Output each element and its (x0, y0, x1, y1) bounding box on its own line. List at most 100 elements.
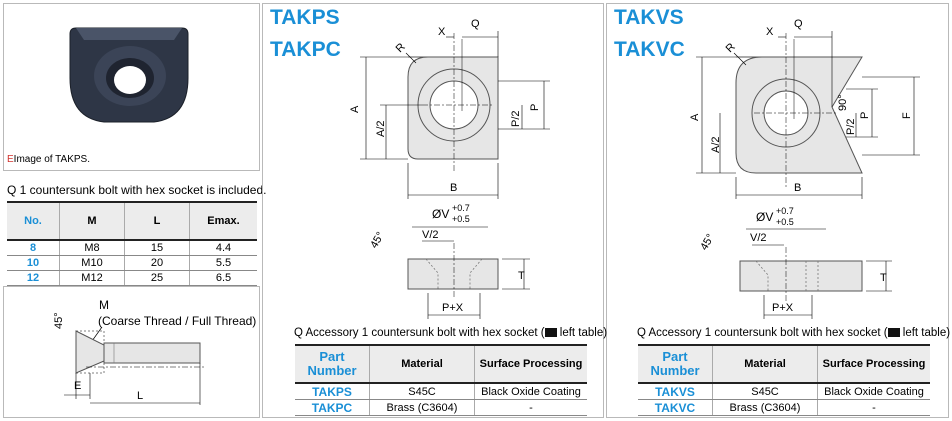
right-header-part: Part Number (638, 344, 713, 384)
r-dim-v: ØV (756, 210, 773, 224)
r-dim-angle45: 45° (698, 232, 717, 252)
dim-b: B (450, 182, 457, 194)
spec-cell: 4.4 (189, 240, 257, 256)
dim-v: ØV (432, 207, 449, 221)
r-dim-t: T (880, 272, 887, 284)
r-dim-x: X (766, 26, 774, 38)
table-cell: S45C (369, 383, 475, 400)
dim-a2: A/2 (375, 120, 387, 137)
spec-header-m: M (59, 201, 125, 241)
r-dim-p2: P/2 (845, 118, 857, 135)
table-row: TAKPC Brass (C3604) - (295, 399, 587, 416)
spec-cell: 8 (7, 240, 60, 256)
left-header-surface: Surface Processing (474, 344, 587, 384)
dim-q: Q (471, 18, 480, 30)
r-dim-a: A (689, 113, 701, 121)
spec-table: No. M L Emax. 8 M8 15 4.4 10 M10 20 5.5 … (7, 201, 257, 286)
right-title-1: TAKVS (614, 6, 684, 29)
dim-a: A (349, 105, 361, 113)
table-row: TAKVS S45C Black Oxide Coating (638, 383, 930, 400)
photo-caption: EImage of TAKPS. (7, 154, 90, 165)
spec-cell: 25 (124, 270, 190, 286)
spec-cell: M8 (59, 240, 125, 256)
spec-header-l: L (124, 201, 190, 241)
caption-marker: E (7, 154, 14, 165)
r-dim-b: B (794, 182, 801, 194)
r-dim-px: P+X (772, 302, 794, 314)
table-cell: Black Oxide Coating (817, 383, 930, 400)
r-dim-v2: V/2 (750, 232, 767, 244)
spec-header-emax: Emax. (189, 201, 257, 241)
bolt-note: Q 1 countersunk bolt with hex socket is … (7, 183, 267, 197)
r-dim-f: F (901, 112, 913, 119)
left-accessory-note: Q Accessory 1 countersunk bolt with hex … (294, 327, 607, 339)
table-cell: TAKVS (638, 383, 713, 400)
caption-text: Image of TAKPS. (13, 154, 91, 165)
table-ref-icon (887, 328, 900, 338)
right-accessory-text: Q Accessory 1 countersunk bolt with hex … (637, 327, 888, 339)
table-cell: - (817, 399, 930, 416)
spec-cell: 20 (124, 255, 190, 271)
bolt-angle-label: 45° (53, 312, 65, 329)
spec-header-no: No. (7, 201, 60, 241)
dim-r: R (394, 41, 408, 55)
left-accessory-text: Q Accessory 1 countersunk bolt with hex … (294, 327, 545, 339)
spec-cell: 5.5 (189, 255, 257, 271)
left-panel-frame (262, 3, 604, 418)
left-technical-drawing: X Q R A A/2 P P/2 B ØV +0.7 +0.5 V/2 45°… (349, 18, 550, 319)
product-photo-frame: EImage of TAKPS. (3, 3, 260, 171)
right-accessory-note: Q Accessory 1 countersunk bolt with hex … (637, 327, 950, 339)
table-row: TAKPS S45C Black Oxide Coating (295, 383, 587, 400)
dim-x: X (438, 26, 446, 38)
left-title-2: TAKPC (270, 38, 341, 61)
table-row: 10 M10 20 5.5 (7, 255, 257, 271)
table-cell: - (474, 399, 587, 416)
r-dim-r: R (724, 41, 738, 55)
table-cell: TAKVC (638, 399, 713, 416)
spec-cell: M12 (59, 270, 125, 286)
right-header-material: Material (712, 344, 818, 384)
left-title-1: TAKPS (270, 6, 340, 29)
table-ref-icon (544, 328, 557, 338)
spec-cell: 10 (7, 255, 60, 271)
right-title-2: TAKVC (614, 38, 685, 61)
table-cell: S45C (712, 383, 818, 400)
right-accessory-text-end: left table) (899, 327, 951, 339)
left-header-material: Material (369, 344, 475, 384)
dim-v2: V/2 (422, 229, 439, 241)
dim-v-tol-minus: +0.5 (452, 214, 470, 224)
r-dim-angle90: 90° (837, 94, 849, 111)
spec-cell: M10 (59, 255, 125, 271)
right-header-surface: Surface Processing (817, 344, 930, 384)
table-row: 8 M8 15 4.4 (7, 240, 257, 256)
bolt-drawing: M (Coarse Thread / Full Thread) 45° E L (53, 298, 256, 405)
right-material-table: Part Number Material Surface Processing … (638, 344, 930, 416)
spec-cell: 6.5 (189, 270, 257, 286)
bolt-e-label: E (74, 380, 81, 392)
dim-p2: P/2 (510, 110, 522, 127)
r-dim-a2: A/2 (710, 136, 722, 153)
r-dim-p: P (859, 112, 871, 119)
dim-px: P+X (442, 302, 464, 314)
dim-p: P (529, 104, 541, 111)
left-accessory-text-end: left table) (556, 327, 608, 339)
dim-v-tol-plus: +0.7 (452, 203, 470, 213)
table-cell: TAKPC (295, 399, 370, 416)
table-cell: Brass (C3604) (712, 399, 818, 416)
product-photo (69, 27, 189, 123)
r-dim-v-tol-plus: +0.7 (776, 206, 794, 216)
r-dim-v-tol-minus: +0.5 (776, 217, 794, 227)
spec-cell: 15 (124, 240, 190, 256)
table-row: 12 M12 25 6.5 (7, 270, 257, 286)
bolt-l-label: L (137, 390, 143, 402)
right-technical-drawing: X Q R 90° A A/2 P P/2 F B ØV +0.7 +0.5 V… (689, 18, 920, 319)
table-cell: TAKPS (295, 383, 370, 400)
left-material-table: Part Number Material Surface Processing … (295, 344, 587, 416)
table-row: TAKVC Brass (C3604) - (638, 399, 930, 416)
right-panel-frame (606, 3, 949, 418)
bolt-thread-note: (Coarse Thread / Full Thread) (98, 314, 256, 328)
table-cell: Brass (C3604) (369, 399, 475, 416)
spec-cell: 12 (7, 270, 60, 286)
dim-angle45: 45° (368, 230, 387, 250)
table-cell: Black Oxide Coating (474, 383, 587, 400)
